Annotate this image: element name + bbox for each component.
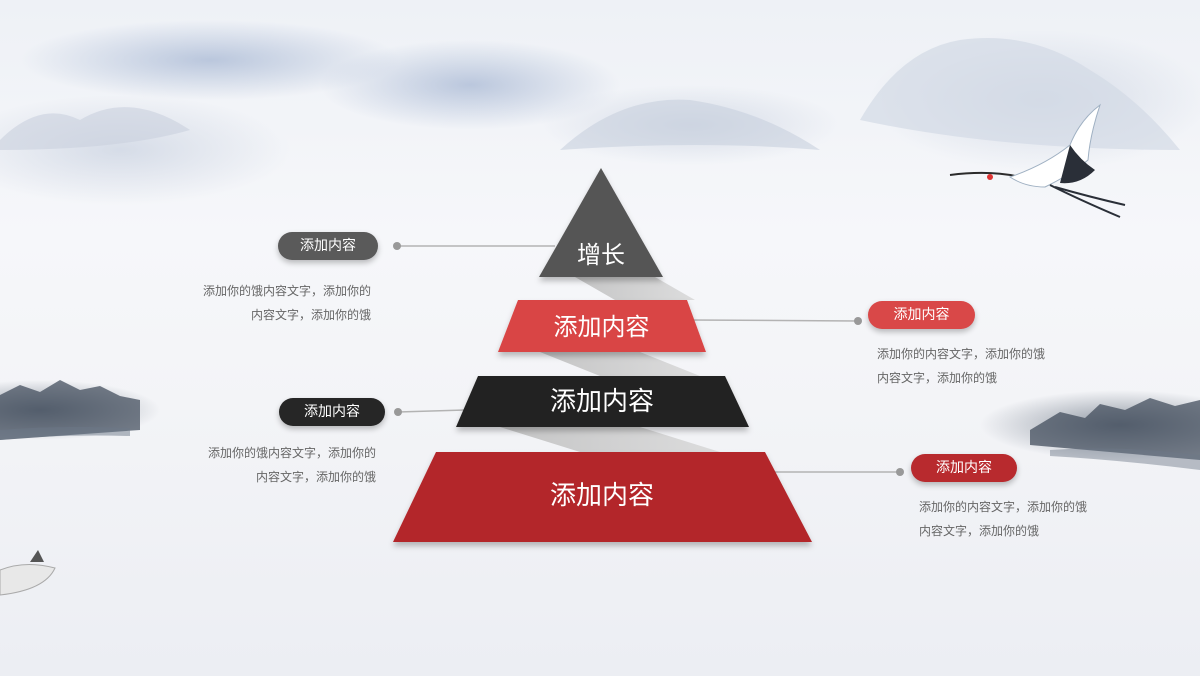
callout-1-description: 添加你的饿内容文字，添加你的 内容文字，添加你的饿 bbox=[150, 279, 371, 327]
mountain-icon bbox=[0, 20, 1200, 205]
connector-line bbox=[393, 242, 555, 250]
forest-icon bbox=[980, 390, 1200, 470]
callout-1-desc-line-1: 添加你的饿内容文字，添加你的 bbox=[202, 284, 371, 298]
callout-4-description: 添加你的内容文字，添加你的饿 内容文字，添加你的饿 bbox=[919, 495, 1159, 543]
callout-4-title: 添加内容 bbox=[911, 454, 1017, 482]
callout-2-description: 添加你的内容文字，添加你的饿 内容文字，添加你的饿 bbox=[877, 342, 1117, 390]
pyramid-tier-2 bbox=[498, 300, 706, 352]
callout-2-title: 添加内容 bbox=[868, 301, 975, 329]
callout-3-desc-line-2: 内容文字，添加你的饿 bbox=[255, 470, 376, 484]
callout-1-title: 添加内容 bbox=[278, 232, 378, 260]
pyramid-tier-top bbox=[539, 168, 663, 277]
pyramid-tier-3 bbox=[456, 376, 749, 427]
boat-icon bbox=[0, 550, 56, 596]
connector-line bbox=[394, 408, 466, 416]
connector-line bbox=[775, 468, 904, 476]
pyramid-tier-top-label: 增长 bbox=[577, 241, 625, 269]
forest-icon bbox=[0, 380, 160, 440]
pyramid-tier-2-label: 添加内容 bbox=[553, 313, 650, 341]
crane-icon bbox=[949, 103, 1126, 218]
callout-4-desc-line-2: 内容文字，添加你的饿 bbox=[919, 524, 1040, 538]
pyramid-tier-bottom bbox=[393, 452, 812, 542]
pyramid-tier-bottom-label: 添加内容 bbox=[549, 481, 654, 511]
callout-2-desc-line-1: 添加你的内容文字，添加你的饿 bbox=[877, 347, 1046, 361]
callout-3-title: 添加内容 bbox=[279, 398, 385, 426]
connector-line bbox=[689, 317, 862, 325]
callout-1-desc-line-2: 内容文字，添加你的饿 bbox=[250, 308, 371, 322]
callout-3-description: 添加你的饿内容文字，添加你的 内容文字，添加你的饿 bbox=[150, 441, 376, 489]
callout-3-desc-line-1: 添加你的饿内容文字，添加你的 bbox=[207, 446, 376, 460]
callout-4-desc-line-1: 添加你的内容文字，添加你的饿 bbox=[919, 500, 1088, 514]
pyramid-tier-3-label: 添加内容 bbox=[549, 387, 654, 417]
callout-2-desc-line-2: 内容文字，添加你的饿 bbox=[877, 371, 998, 385]
